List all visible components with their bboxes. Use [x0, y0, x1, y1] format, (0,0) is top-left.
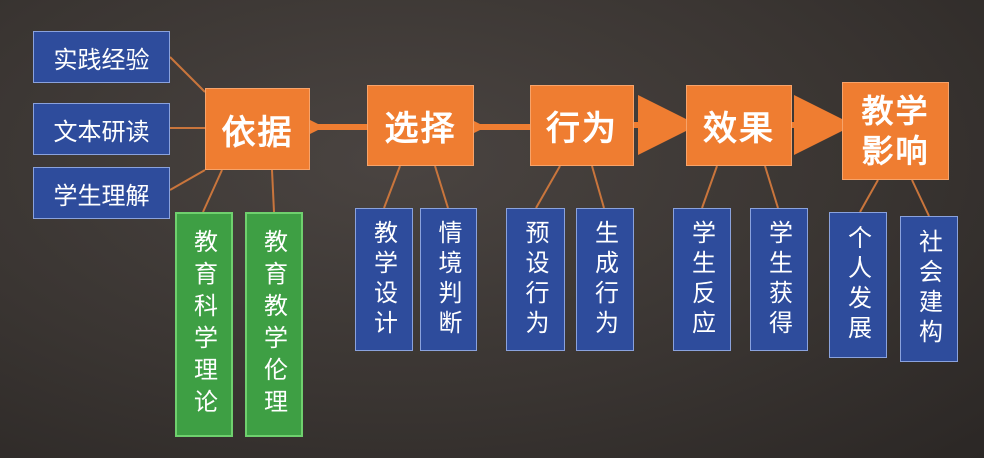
node-teaching-impact: 教学 影响 — [842, 82, 949, 180]
node-basis: 依据 — [205, 88, 310, 170]
effect-sub-student-reaction: 学生反应 — [673, 208, 731, 351]
impact-sub-personal-development: 个人发展 — [829, 212, 887, 358]
connector-input-3 — [169, 169, 206, 191]
connector-choice-sub-2 — [434, 165, 449, 209]
node-behavior: 行为 — [530, 85, 634, 166]
connector-impact-sub-1 — [859, 179, 879, 213]
node-effect: 效果 — [686, 85, 792, 166]
connector-behavior-sub-1 — [535, 165, 561, 209]
connector-effect-sub-1 — [701, 165, 718, 209]
input-practical-experience: 实践经验 — [33, 31, 170, 83]
input-student-understanding: 学生理解 — [33, 167, 170, 219]
node-choice: 选择 — [367, 85, 474, 166]
connector-behavior-sub-2 — [591, 165, 605, 209]
basis-sub-education-ethics: 教育教学伦理 — [245, 212, 303, 437]
input-text-study: 文本研读 — [33, 103, 170, 155]
behavior-sub-generative-behavior: 生成行为 — [576, 208, 634, 351]
behavior-sub-preset-behavior: 预设行为 — [506, 208, 565, 351]
choice-sub-situation-judgment: 情境判断 — [420, 208, 477, 351]
connector-choice-sub-1 — [383, 165, 401, 209]
connector-input-1 — [169, 56, 206, 93]
choice-sub-teaching-design: 教学设计 — [355, 208, 413, 351]
basis-sub-education-science-theory: 教育科学理论 — [175, 212, 233, 437]
effect-sub-student-gain: 学生获得 — [750, 208, 808, 351]
impact-sub-social-construction: 社会建构 — [900, 216, 958, 362]
connector-impact-sub-2 — [911, 179, 930, 217]
connector-effect-sub-2 — [764, 165, 779, 209]
connector-basis-sub-2 — [271, 169, 275, 213]
connector-basis-sub-1 — [202, 169, 223, 213]
